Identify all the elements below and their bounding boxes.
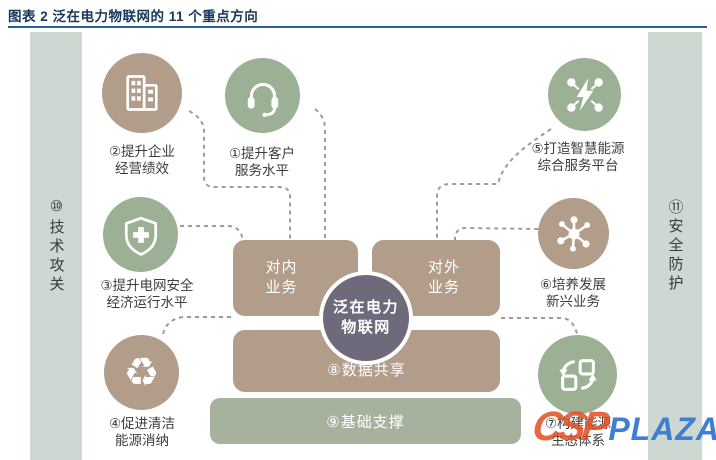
buildings-icon bbox=[120, 71, 164, 115]
molecule-hub-icon bbox=[553, 213, 595, 255]
node-label-3: ③提升电网安全经济运行水平 bbox=[100, 278, 194, 310]
band-security: ⑪安全防护 bbox=[648, 32, 702, 460]
node-label-7: ⑦构建能源生态体系 bbox=[544, 416, 612, 448]
shield-plus-icon bbox=[120, 214, 162, 256]
band-security-label: ⑪安全防护 bbox=[666, 198, 684, 294]
headset-icon bbox=[242, 75, 284, 117]
energy-network-icon bbox=[564, 74, 606, 116]
recycle-icon: ♻ bbox=[123, 349, 160, 396]
watermark-plaza: PLAZA bbox=[608, 411, 716, 447]
node-circle-6 bbox=[538, 198, 609, 269]
watermark-csp: CSP bbox=[529, 403, 609, 449]
node-label-6: ⑥培养发展新兴业务 bbox=[539, 277, 607, 309]
node-label-1: ①提升客户服务水平 bbox=[228, 146, 296, 178]
figure-title: 图表 2 泛在电力物联网的 11 个重点方向 bbox=[8, 9, 259, 24]
title-rule bbox=[8, 26, 707, 28]
node-circle-5 bbox=[548, 58, 621, 131]
node-label-4: ④促进清洁能源消纳 bbox=[108, 416, 176, 448]
node-label-2: ②提升企业经营绩效 bbox=[108, 144, 176, 176]
core-circle: 泛在电力物联网 bbox=[319, 271, 413, 365]
band-technology-label: ⑩技术攻关 bbox=[47, 197, 65, 295]
node-circle-1 bbox=[225, 58, 300, 133]
band-technology: ⑩技术攻关 bbox=[30, 32, 82, 460]
watermark: CSP PLAZA bbox=[529, 403, 716, 450]
basic-support-bar: ⑨基础支撑 bbox=[210, 398, 521, 444]
cycle-squares-icon bbox=[556, 353, 600, 397]
node-circle-7 bbox=[538, 335, 617, 414]
node-circle-4: ♻ bbox=[104, 335, 179, 410]
node-circle-2 bbox=[102, 53, 182, 133]
node-circle-3 bbox=[103, 197, 178, 272]
node-label-5: ⑤打造智慧能源综合服务平台 bbox=[531, 141, 625, 173]
